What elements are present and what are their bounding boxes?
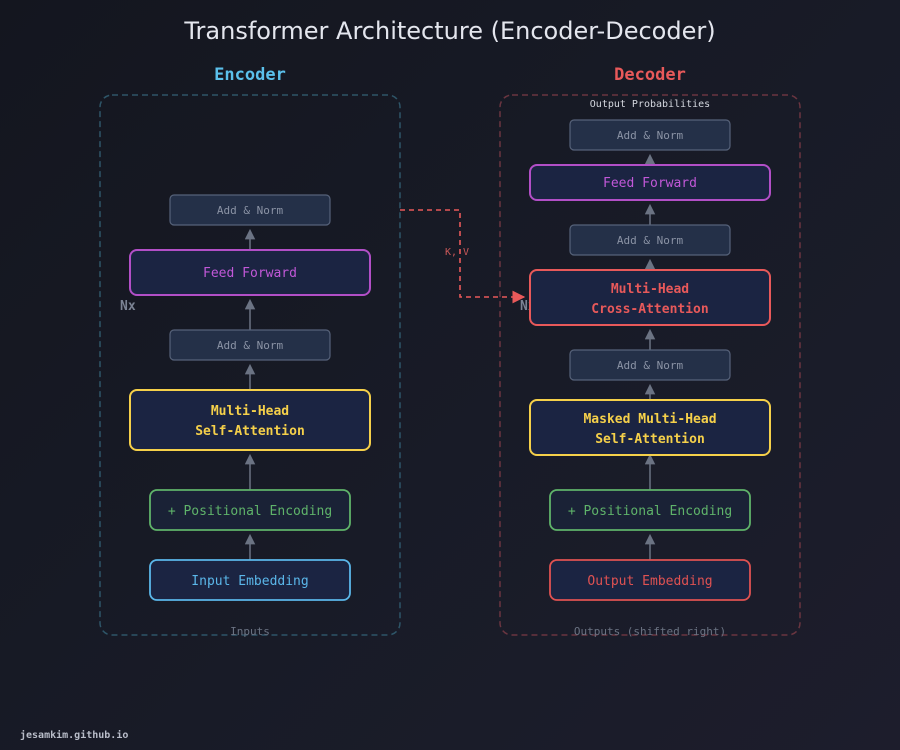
encoder-add-norm-bottom: Add & Norm (169, 329, 331, 361)
encoder-input-embedding: Input Embedding (149, 559, 351, 601)
encoder-self-attention-label-line2: Self-Attention (195, 424, 305, 439)
encoder-input-embedding-label: Input Embedding (191, 574, 308, 589)
decoder-output-embedding-label: Output Embedding (587, 574, 712, 589)
decoder-add-norm-middle: Add & Norm (569, 224, 731, 256)
decoder-add-norm-bottom-label: Add & Norm (617, 359, 684, 372)
encoder-positional-encoding: + Positional Encoding (149, 489, 351, 531)
decoder-masked-attention-label-line2: Self-Attention (595, 432, 705, 447)
encoder-self-attention-label-line1: Multi-Head (211, 404, 289, 419)
decoder-feed-forward: Feed Forward (529, 164, 771, 201)
encoder-to-decoder-kv-connection (400, 209, 526, 304)
decoder-add-norm-bottom: Add & Norm (569, 349, 731, 381)
encoder-feed-forward: Feed Forward (129, 249, 371, 296)
decoder-outputs-shifted-label: Outputs (shifted right) (574, 625, 726, 638)
decoder-title: Decoder (614, 65, 686, 85)
encoder-title: Encoder (214, 65, 286, 85)
decoder-positional-encoding-label: + Positional Encoding (568, 504, 732, 519)
encoder-add-norm-top-label: Add & Norm (217, 204, 284, 217)
encoder-repeat-label: Nx (120, 299, 136, 314)
encoder-feed-forward-label: Feed Forward (203, 266, 297, 281)
decoder-cross-attention-label-line1: Multi-Head (611, 282, 689, 297)
encoder-add-norm-top: Add & Norm (169, 194, 331, 226)
decoder-add-norm-top: Add & Norm (569, 119, 731, 151)
encoder-container (99, 94, 401, 636)
encoder-inputs-label: Inputs (230, 625, 270, 638)
decoder-feed-forward-label: Feed Forward (603, 176, 697, 191)
diagram-title: Transformer Architecture (Encoder-Decode… (183, 17, 715, 45)
encoder-self-attention: Multi-Head Self-Attention (129, 389, 371, 451)
decoder-cross-attention: Multi-Head Cross-Attention (529, 269, 771, 326)
decoder-masked-attention-label-line1: Masked Multi-Head (583, 412, 716, 427)
decoder-masked-self-attention: Masked Multi-Head Self-Attention (529, 399, 771, 456)
decoder-output-embedding: Output Embedding (549, 559, 751, 601)
encoder-positional-encoding-label: + Positional Encoding (168, 504, 332, 519)
decoder-positional-encoding: + Positional Encoding (549, 489, 751, 531)
encoder-add-norm-bottom-label: Add & Norm (217, 339, 284, 352)
decoder-container (499, 94, 801, 636)
decoder-cross-attention-label-line2: Cross-Attention (591, 302, 708, 317)
decoder-add-norm-middle-label: Add & Norm (617, 234, 684, 247)
decoder-add-norm-top-label: Add & Norm (617, 129, 684, 142)
footer-site-label: jesamkim.github.io (20, 729, 128, 741)
kv-connection-label: K, V (445, 247, 469, 258)
decoder-output-probabilities-label: Output Probabilities (590, 99, 710, 110)
